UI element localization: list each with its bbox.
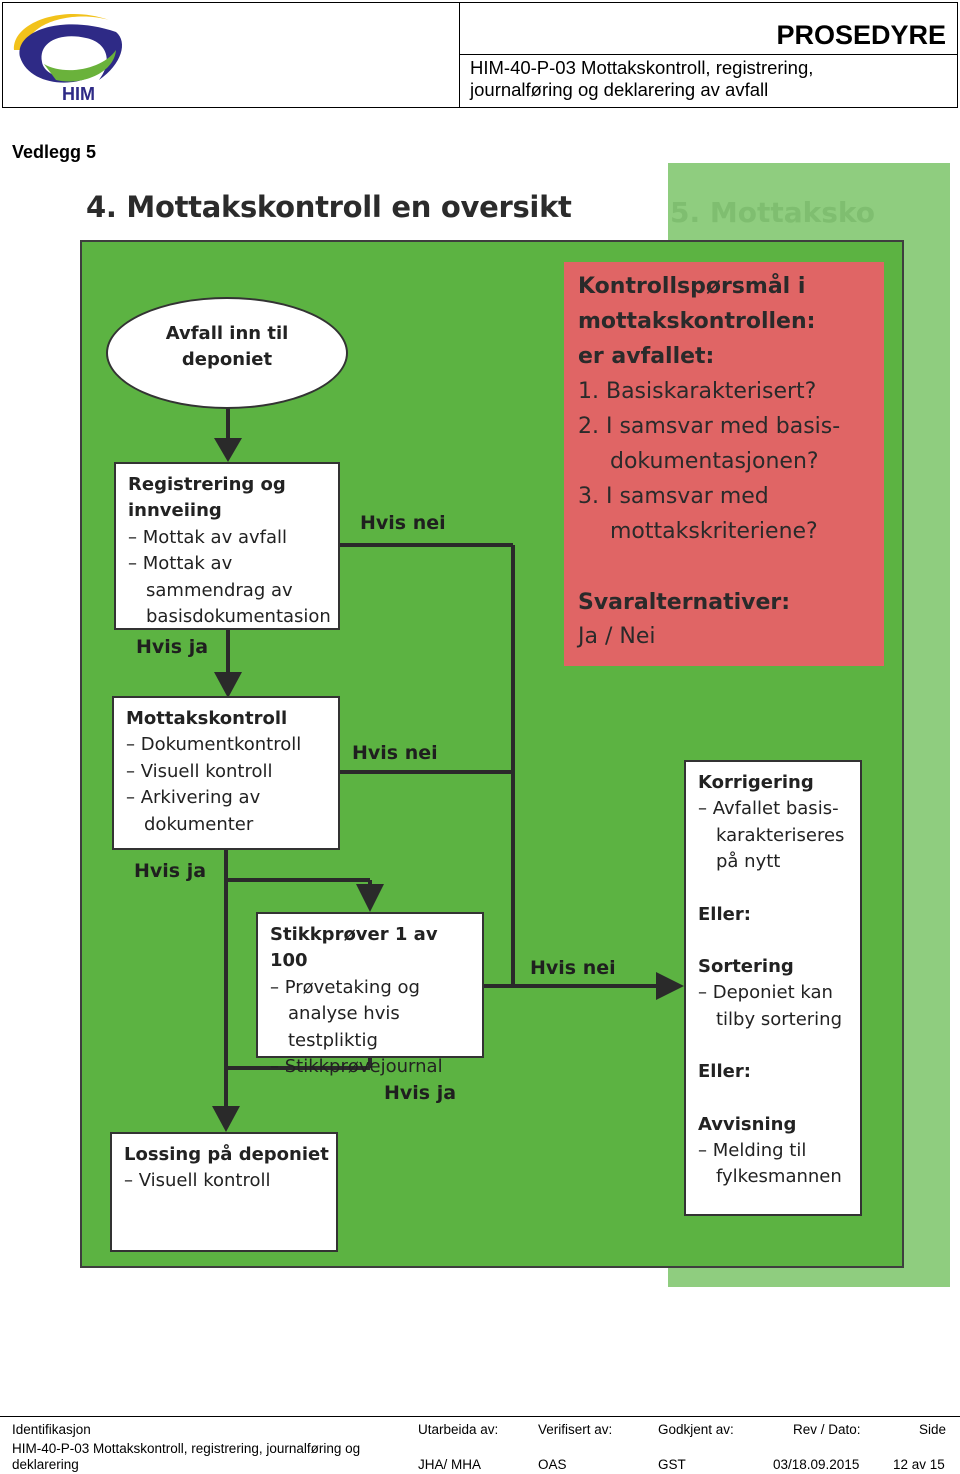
start-node: Avfall inn til deponiet [106,297,348,409]
rejection-item: – Melding til fylkesmannen [698,1140,842,1188]
him-logo: HIM [13,13,123,104]
rejection-head: Avvisning [698,1113,797,1135]
doc-title-line2: journalføring og deklarering av avfall [470,79,769,100]
questions-title1: Kontrollspørsmål i [578,274,806,299]
start-line1: Avfall inn til [165,323,289,344]
question-2b: dokumentasjonen? [610,449,819,474]
control-head: Mottakskontroll [126,708,288,729]
answers-title: Svaralternativer: [578,590,791,615]
footer-id-value2: deklarering [12,1457,79,1472]
label-yes: Hvis ja [134,860,207,882]
sampling-head: Stikkprøver 1 av 100 [270,924,438,972]
questions-box: Kontrollspørsmål i mottakskontrollen: er… [564,262,884,666]
logo-cell: HIM [2,2,460,108]
control-item: – Dokumentkontroll [126,734,302,756]
footer-prepared-value: JHA/ MHA [418,1457,482,1472]
header-divider [460,54,958,55]
doc-type: PROSEDYRE [776,20,946,50]
sorting-item: – Deponiet kan tilby sortering [698,982,843,1030]
control-box: Mottakskontroll – Dokumentkontroll – Vis… [112,696,340,850]
footer-rev-label: Rev / Dato: [793,1422,861,1437]
control-item: – Visuell kontroll [126,760,273,782]
label-yes: Hvis ja [384,1082,457,1104]
or-label: Eller: [698,1061,751,1083]
sampling-box: Stikkprøver 1 av 100 – Prøvetaking og an… [256,912,484,1077]
attachment-label: Vedlegg 5 [12,142,97,162]
sampling-item: – Stikkprøvejournal [270,1056,443,1078]
question-3b: mottakskriteriene? [610,519,818,544]
footer-divider [0,1416,960,1417]
registration-head2: innveiing [128,500,222,522]
footer-verified-value: OAS [538,1457,567,1472]
footer-rev-value: 03/18.09.2015 [773,1457,860,1472]
footer-verified-label: Verifisert av: [538,1422,613,1437]
control-item: – Arkivering av dokumenter [126,787,261,835]
registration-head1: Registrering og [128,474,286,495]
registration-box: Registrering og innveiing – Mottak av av… [114,462,340,630]
footer-prepared-label: Utarbeida av: [418,1422,499,1437]
unloading-head: Lossing på deponiet [124,1144,329,1165]
questions-title2: mottakskontrollen: [578,309,816,334]
registration-item: – Mottak av sammendrag av basisdokumenta… [128,553,331,628]
document-header [2,2,958,108]
footer-approved-label: Godkjent av: [658,1422,734,1437]
result-box: Korrigering – Avfallet basis-karakterise… [684,760,862,1216]
start-line2: deponiet [181,349,273,370]
answers-value: Ja / Nei [578,624,656,649]
doc-title: HIM-40-P-03 Mottakskontroll, registrerin… [470,57,940,101]
label-no: Hvis nei [530,957,616,979]
logo-wordmark: HIM [62,84,95,104]
unloading-item: – Visuell kontroll [124,1170,271,1192]
correction-item: – Avfallet basis-karakteriseres på nytt [698,798,845,873]
question-1: 1. Basiskarakterisert? [578,379,817,404]
footer-id-value1: HIM-40-P-03 Mottakskontroll, registrerin… [12,1441,361,1456]
doc-title-line1: HIM-40-P-03 Mottakskontroll, registrerin… [470,57,814,78]
sampling-item: – Prøvetaking og analyse hvis testplikti… [270,976,420,1051]
label-no: Hvis nei [360,512,446,534]
flow-connectors [212,408,684,1132]
question-2a: 2. I samsvar med basis- [578,414,841,439]
registration-item: – Mottak av avfall [128,526,288,548]
diagram-title: 4. Mottakskontroll en oversikt [86,190,572,224]
label-yes: Hvis ja [136,636,209,658]
footer-approved-value: GST [658,1457,686,1472]
question-3a: 3. I samsvar med [578,484,769,509]
sorting-head: Sortering [698,956,794,978]
ghost-title: 5. Mottaksko [670,196,876,229]
unloading-box: Lossing på deponiet – Visuell kontroll [110,1132,338,1252]
footer-id-label: Identifikasjon [12,1422,91,1437]
footer-page-value: 12 av 15 [893,1457,945,1472]
questions-title3: er avfallet: [578,344,715,369]
correction-head: Korrigering [698,772,814,793]
or-label: Eller: [698,903,751,925]
footer-page-label: Side [919,1422,947,1437]
label-no: Hvis nei [352,742,438,764]
